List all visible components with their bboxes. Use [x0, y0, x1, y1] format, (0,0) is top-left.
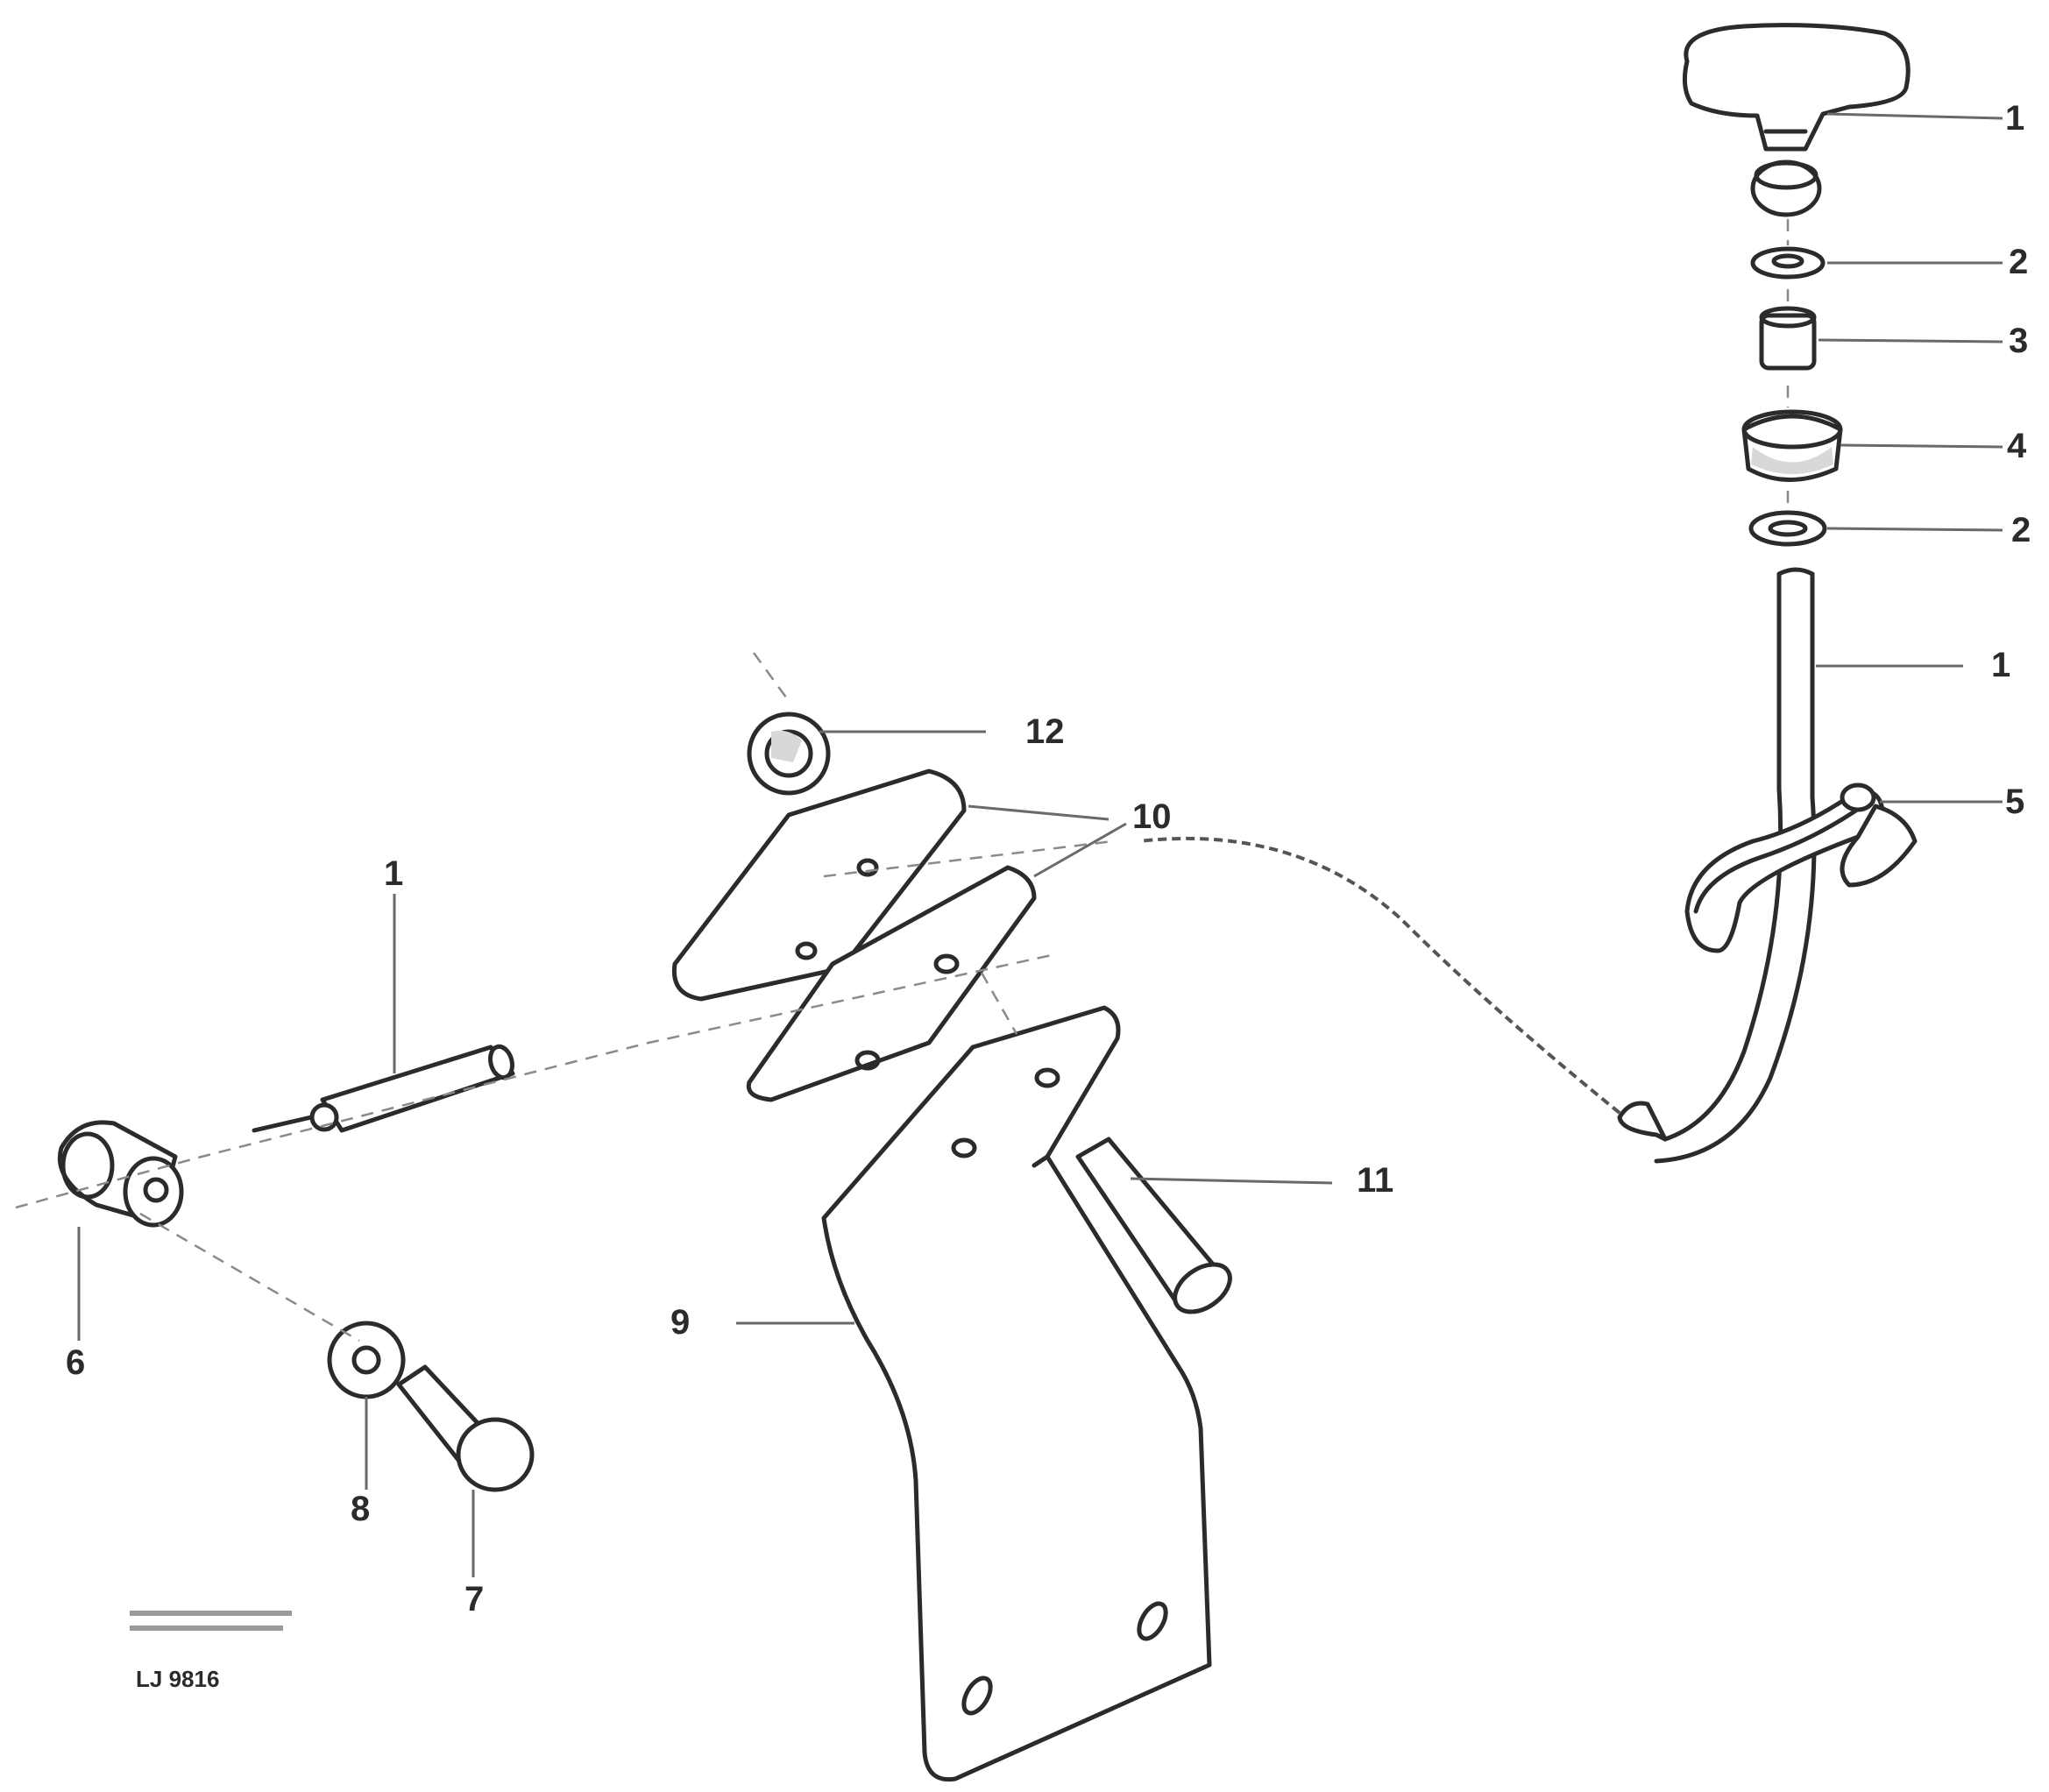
nut-icon — [1750, 159, 1822, 217]
callout-9: 9 — [670, 1303, 690, 1342]
t-handle-knob-icon — [1682, 23, 1911, 152]
block-icon — [57, 1120, 184, 1228]
grommet-icon — [1741, 409, 1843, 482]
bolt-icon — [396, 1364, 535, 1492]
axis-lines — [15, 219, 1790, 1342]
callout-11: 11 — [1357, 1161, 1393, 1200]
reference-fine-print-1 — [130, 1611, 292, 1616]
callout-10: 10 — [1132, 797, 1172, 836]
callout-1-left: 1 — [384, 854, 403, 893]
washer-8-icon — [327, 1321, 406, 1399]
washer-top-icon — [1750, 246, 1826, 280]
control-cable-icon — [1138, 567, 1817, 1164]
nut-12-icon — [747, 712, 831, 796]
leader-lines — [77, 112, 2003, 1577]
reference-code: LJ 9816 — [136, 1666, 219, 1692]
callout-labels: 1 2 3 4 2 1 5 12 10 1 11 9 6 8 7 — [66, 99, 2031, 1618]
reference-fine-print-2 — [130, 1626, 283, 1631]
callout-4: 4 — [2007, 427, 2027, 465]
callout-7: 7 — [464, 1580, 484, 1618]
reference-block: LJ 9816 — [130, 1611, 292, 1692]
pin-left-icon — [252, 1044, 515, 1133]
callout-1-top: 1 — [2005, 99, 2024, 138]
callout-8: 8 — [351, 1490, 370, 1528]
callout-2-top: 2 — [2009, 243, 2028, 281]
bushing-icon — [1759, 306, 1817, 371]
callout-12: 12 — [1025, 712, 1065, 751]
pin-11-icon — [1075, 1137, 1232, 1314]
plate-upper-icon — [671, 769, 967, 1002]
clip-icon — [1684, 783, 1918, 953]
washer-lower-icon — [1748, 510, 1827, 547]
callout-6: 6 — [66, 1343, 85, 1382]
mounting-bracket-icon — [821, 1005, 1212, 1782]
plate-lower-icon — [746, 865, 1037, 1102]
callout-5: 5 — [2005, 783, 2024, 821]
callout-2-lower: 2 — [2011, 511, 2031, 549]
callout-3: 3 — [2009, 322, 2028, 360]
callout-1-rod: 1 — [1991, 646, 2010, 684]
